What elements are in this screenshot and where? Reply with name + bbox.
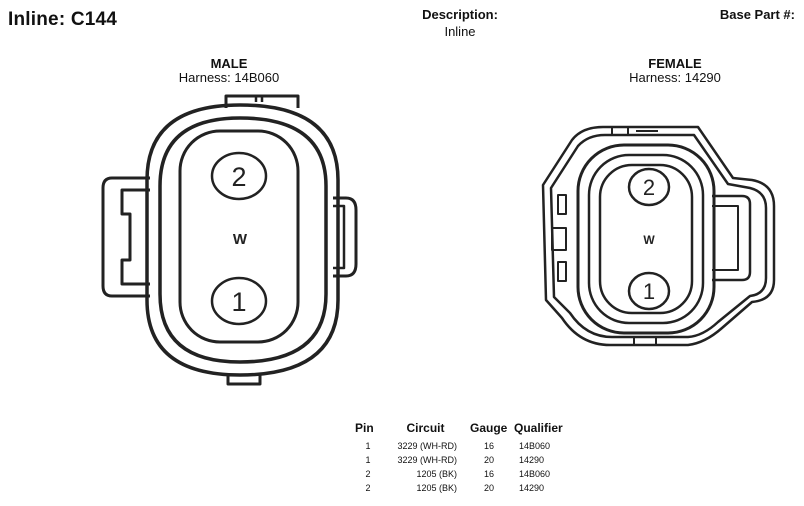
male-pin-1-label: 1 [231,287,246,317]
cell-pin: 2 [365,468,371,479]
header-qualifier: Qualifier [514,421,563,435]
male-pin-2-circle [210,151,268,201]
female-bottom-notch [633,337,657,345]
male-title: MALE [210,56,248,71]
pin-table: Pin Circuit Gauge Qualifier 1 3229 (WH-R… [352,421,576,495]
female-body-inner [598,163,694,315]
cell-gauge: 16 [483,440,494,451]
female-pin-2-label: 2 [643,175,655,200]
table-row: 2 1205 (BK) 16 14B060 [352,467,576,481]
female-body-outer [576,143,716,335]
table-row: 1 3229 (WH-RD) 16 14B060 [352,439,576,453]
cell-qualifier: 14B060 [519,440,551,451]
female-pin-1-circle [627,271,671,311]
female-outer-shell-inner [549,133,768,339]
female-left-slot-mid [551,227,567,251]
cell-gauge: 16 [483,468,494,479]
cell-circuit: 1205 (BK) [416,468,457,479]
female-right-latch-inner [712,205,739,271]
table-row: 1 3229 (WH-RD) 20 14290 [352,453,576,467]
female-outer-shell [541,125,776,347]
male-pin-2-label: 2 [231,162,246,192]
female-body-mid [587,153,705,325]
male-right-tab [333,196,358,278]
header-pin: Pin [355,421,374,435]
cell-qualifier: 14290 [519,482,545,493]
male-connector [101,94,358,386]
female-connector [541,125,776,347]
female-left-slot-top [557,194,567,215]
table-row: 2 1205 (BK) 20 14290 [352,481,576,495]
male-pin-1-circle [210,276,268,326]
female-harness: Harness: 14290 [629,70,721,85]
cell-pin: 1 [365,454,371,465]
cell-pin: 1 [365,440,371,451]
male-outer-body [145,103,340,377]
cell-circuit: 1205 (BK) [416,482,457,493]
description-value: Inline [444,24,476,39]
male-left-latch-inner [120,188,150,286]
female-top-notch [611,127,658,135]
male-top-tab-notch [254,96,264,102]
cell-pin: 2 [365,482,371,493]
male-inner-cavity [178,129,300,344]
female-key-label: W [643,233,655,247]
base-part-label: Base Part #: [719,7,795,22]
female-pin-2-circle [627,167,671,207]
cell-qualifier: 14290 [519,454,545,465]
pin-table-header: Pin Circuit Gauge Qualifier [352,421,576,439]
male-mid-body [158,116,328,364]
male-bottom-tab [226,374,262,386]
male-left-latch [101,176,150,298]
male-harness: Harness: 14B060 [178,70,280,85]
cell-qualifier: 14B060 [519,468,551,479]
header-gauge: Gauge [470,421,508,435]
header-circuit: Circuit [406,421,445,435]
page-title: Inline: C144 [8,9,118,30]
cell-circuit: 3229 (WH-RD) [397,440,457,451]
cell-gauge: 20 [483,482,494,493]
female-right-latch [712,194,752,282]
female-pin-1-label: 1 [643,279,655,304]
female-title: FEMALE [648,56,702,71]
female-left-slot-bottom [557,261,567,282]
description-label: Description: [422,7,498,22]
cell-gauge: 20 [483,454,494,465]
male-key-label: W [233,231,248,248]
cell-circuit: 3229 (WH-RD) [397,454,457,465]
